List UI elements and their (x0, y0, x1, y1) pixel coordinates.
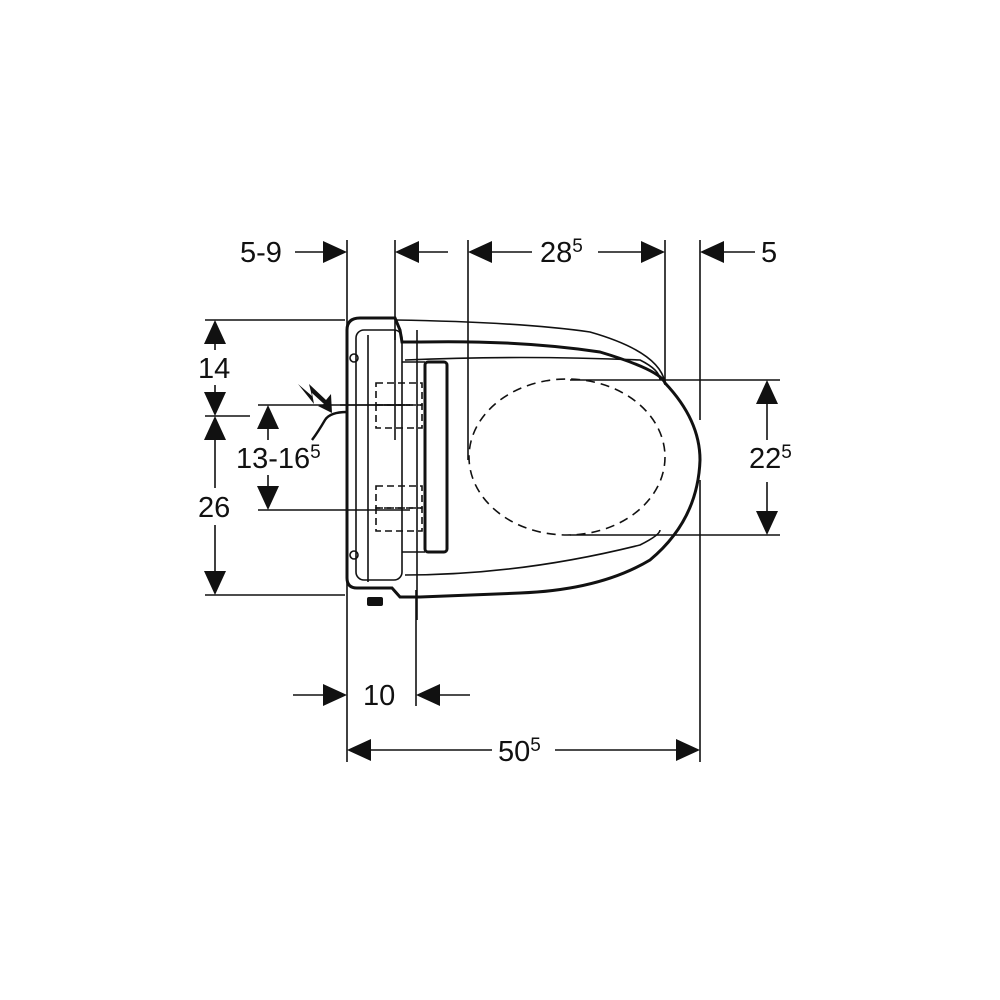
dim-right-offset: 5 (761, 237, 777, 269)
dim-base-depth: 10 (363, 680, 395, 712)
dim-connection-range: 13-165 (236, 442, 321, 475)
dim-total-length: 505 (498, 735, 541, 768)
dimension-arrows (204, 241, 778, 761)
dim-opening-width: 225 (749, 442, 792, 475)
dim-left-offset: 5-9 (240, 237, 282, 269)
shower-toilet-seat-top-view (311, 316, 702, 620)
dim-seat-depth: 285 (540, 236, 583, 269)
dim-top-height: 14 (198, 353, 230, 385)
electrical-connection-icon (298, 384, 332, 413)
dim-lower-height: 26 (198, 492, 230, 524)
